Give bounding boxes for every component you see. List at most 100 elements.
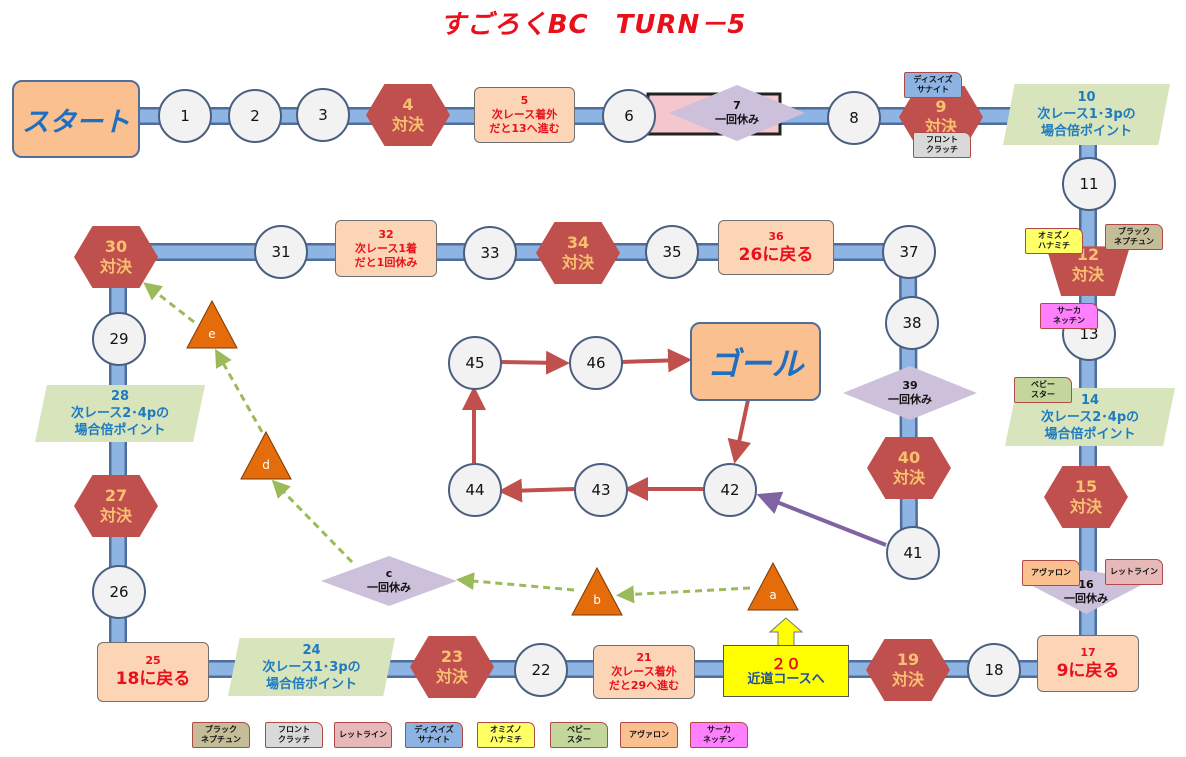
cell-number: 14 [1080, 392, 1100, 408]
cell-26: 26 [92, 565, 146, 619]
legend-front-clutch: フロント クラッチ [265, 722, 323, 748]
cell-text: 次レース1着 だと1回休み [354, 241, 418, 269]
cell-text: 対決 [99, 257, 132, 276]
cell-45: 45 [448, 336, 502, 390]
cell-33: 33 [463, 226, 517, 280]
cell-number: 16 [1078, 578, 1094, 591]
cell-text: 次レース2･4pの [70, 406, 170, 421]
cell-text: 対決 [1071, 265, 1104, 284]
cell-text: 対決 [892, 468, 925, 487]
cell-6: 6 [602, 89, 656, 143]
cell-22: 22 [514, 643, 568, 697]
cell-number: 24 [302, 642, 321, 658]
token-baby-star[interactable]: ベビー スター [1014, 377, 1072, 403]
cell-38: 38 [885, 296, 939, 350]
cell-text: 次レース2･4pの [1040, 409, 1140, 425]
cell-text: 対決 [435, 667, 468, 686]
arrow-41-42 [756, 491, 887, 547]
arrow-43-44 [498, 478, 575, 503]
cell-3: 3 [296, 88, 350, 142]
cell-text: 対決 [924, 117, 957, 136]
cell-text: 次レース着外 だと13へ進む [489, 108, 560, 135]
cell-number: 36 [768, 229, 784, 243]
cell-number: 17 [1080, 645, 1096, 659]
cell-number: c [385, 567, 393, 580]
cell-text: 9に戻る [1056, 660, 1120, 681]
cell-number: 40 [897, 448, 921, 467]
cell-number: 19 [896, 650, 920, 669]
cell-number: ２０ [770, 655, 801, 673]
token-disisu-sanaito[interactable]: ディスイズ サナイト [904, 72, 962, 98]
cell-text: 一回休み [367, 581, 411, 594]
cell-number: 28 [110, 389, 130, 404]
cell-2: 2 [228, 89, 282, 143]
legend-baby-star: ベビー スター [550, 722, 608, 748]
cell-number: 9 [935, 97, 947, 116]
triangle-a [747, 561, 799, 611]
cell-44: 44 [448, 463, 502, 517]
arrow-e-30 [143, 282, 195, 324]
cell-text: 次レース1･3pの [262, 659, 361, 675]
cell-text: 18に戻る [115, 669, 191, 689]
arrow-goal-42 [727, 399, 752, 464]
triangle-a-label: a [769, 588, 777, 602]
cell-number: 5 [520, 94, 529, 107]
cell-text: 場合倍ポイント [1040, 124, 1132, 139]
arrow-46-goal [620, 348, 692, 373]
cell-8: 8 [827, 91, 881, 145]
cell-text: 対決 [561, 253, 594, 272]
arrow-d-e [215, 348, 264, 433]
token-front-clutch[interactable]: フロント クラッチ [913, 132, 971, 158]
legend-omizuno-hanamichi: オミズノ ハナミチ [477, 722, 535, 748]
arrow-45-46 [499, 350, 570, 375]
triangle-d [240, 430, 292, 480]
arrow-c-d [271, 479, 354, 564]
cell-29: 29 [92, 312, 146, 366]
token-sakanecchin[interactable]: サーカ ネッチン [1040, 303, 1098, 329]
cell-number: 34 [566, 233, 590, 252]
legend-avalon: アヴァロン [620, 722, 678, 748]
cell-number: 4 [402, 95, 414, 114]
cell-number: 21 [636, 651, 652, 664]
token-retline[interactable]: レットライン [1105, 559, 1163, 585]
triangle-d-label: d [262, 458, 270, 472]
token-black-neptune[interactable]: ブラック ネプチュン [1105, 224, 1163, 250]
cell-number: 10 [1077, 90, 1096, 105]
goal-cell: ゴール [690, 322, 821, 401]
cell-text: 一回休み [1064, 592, 1108, 605]
cell-text: 対決 [391, 115, 424, 134]
cell-text: 次レース1･3pの [1037, 107, 1136, 122]
cell-number: 7 [733, 99, 741, 112]
cell-46: 46 [569, 336, 623, 390]
cell-text: 対決 [1069, 497, 1102, 516]
legend-disisu-sanaito: ディスイズ サナイト [405, 722, 463, 748]
cell-number: 25 [145, 654, 161, 667]
start-cell: スタート [12, 80, 140, 158]
triangle-b-label: b [593, 593, 601, 607]
cell-41: 41 [886, 526, 940, 580]
token-omizuno-hanamichi[interactable]: オミズノ ハナミチ [1025, 228, 1083, 254]
cell-text: 対決 [891, 670, 924, 689]
cell-text: 場合倍ポイント [1044, 426, 1136, 442]
triangle-b [571, 566, 623, 616]
cell-number: 27 [104, 486, 128, 505]
cell-number: 15 [1074, 477, 1098, 496]
cell-37: 37 [882, 225, 936, 279]
token-avalon[interactable]: アヴァロン [1022, 560, 1080, 586]
cell-number: 30 [104, 237, 128, 256]
legend-sakanecchin: サーカ ネッチン [690, 722, 748, 748]
